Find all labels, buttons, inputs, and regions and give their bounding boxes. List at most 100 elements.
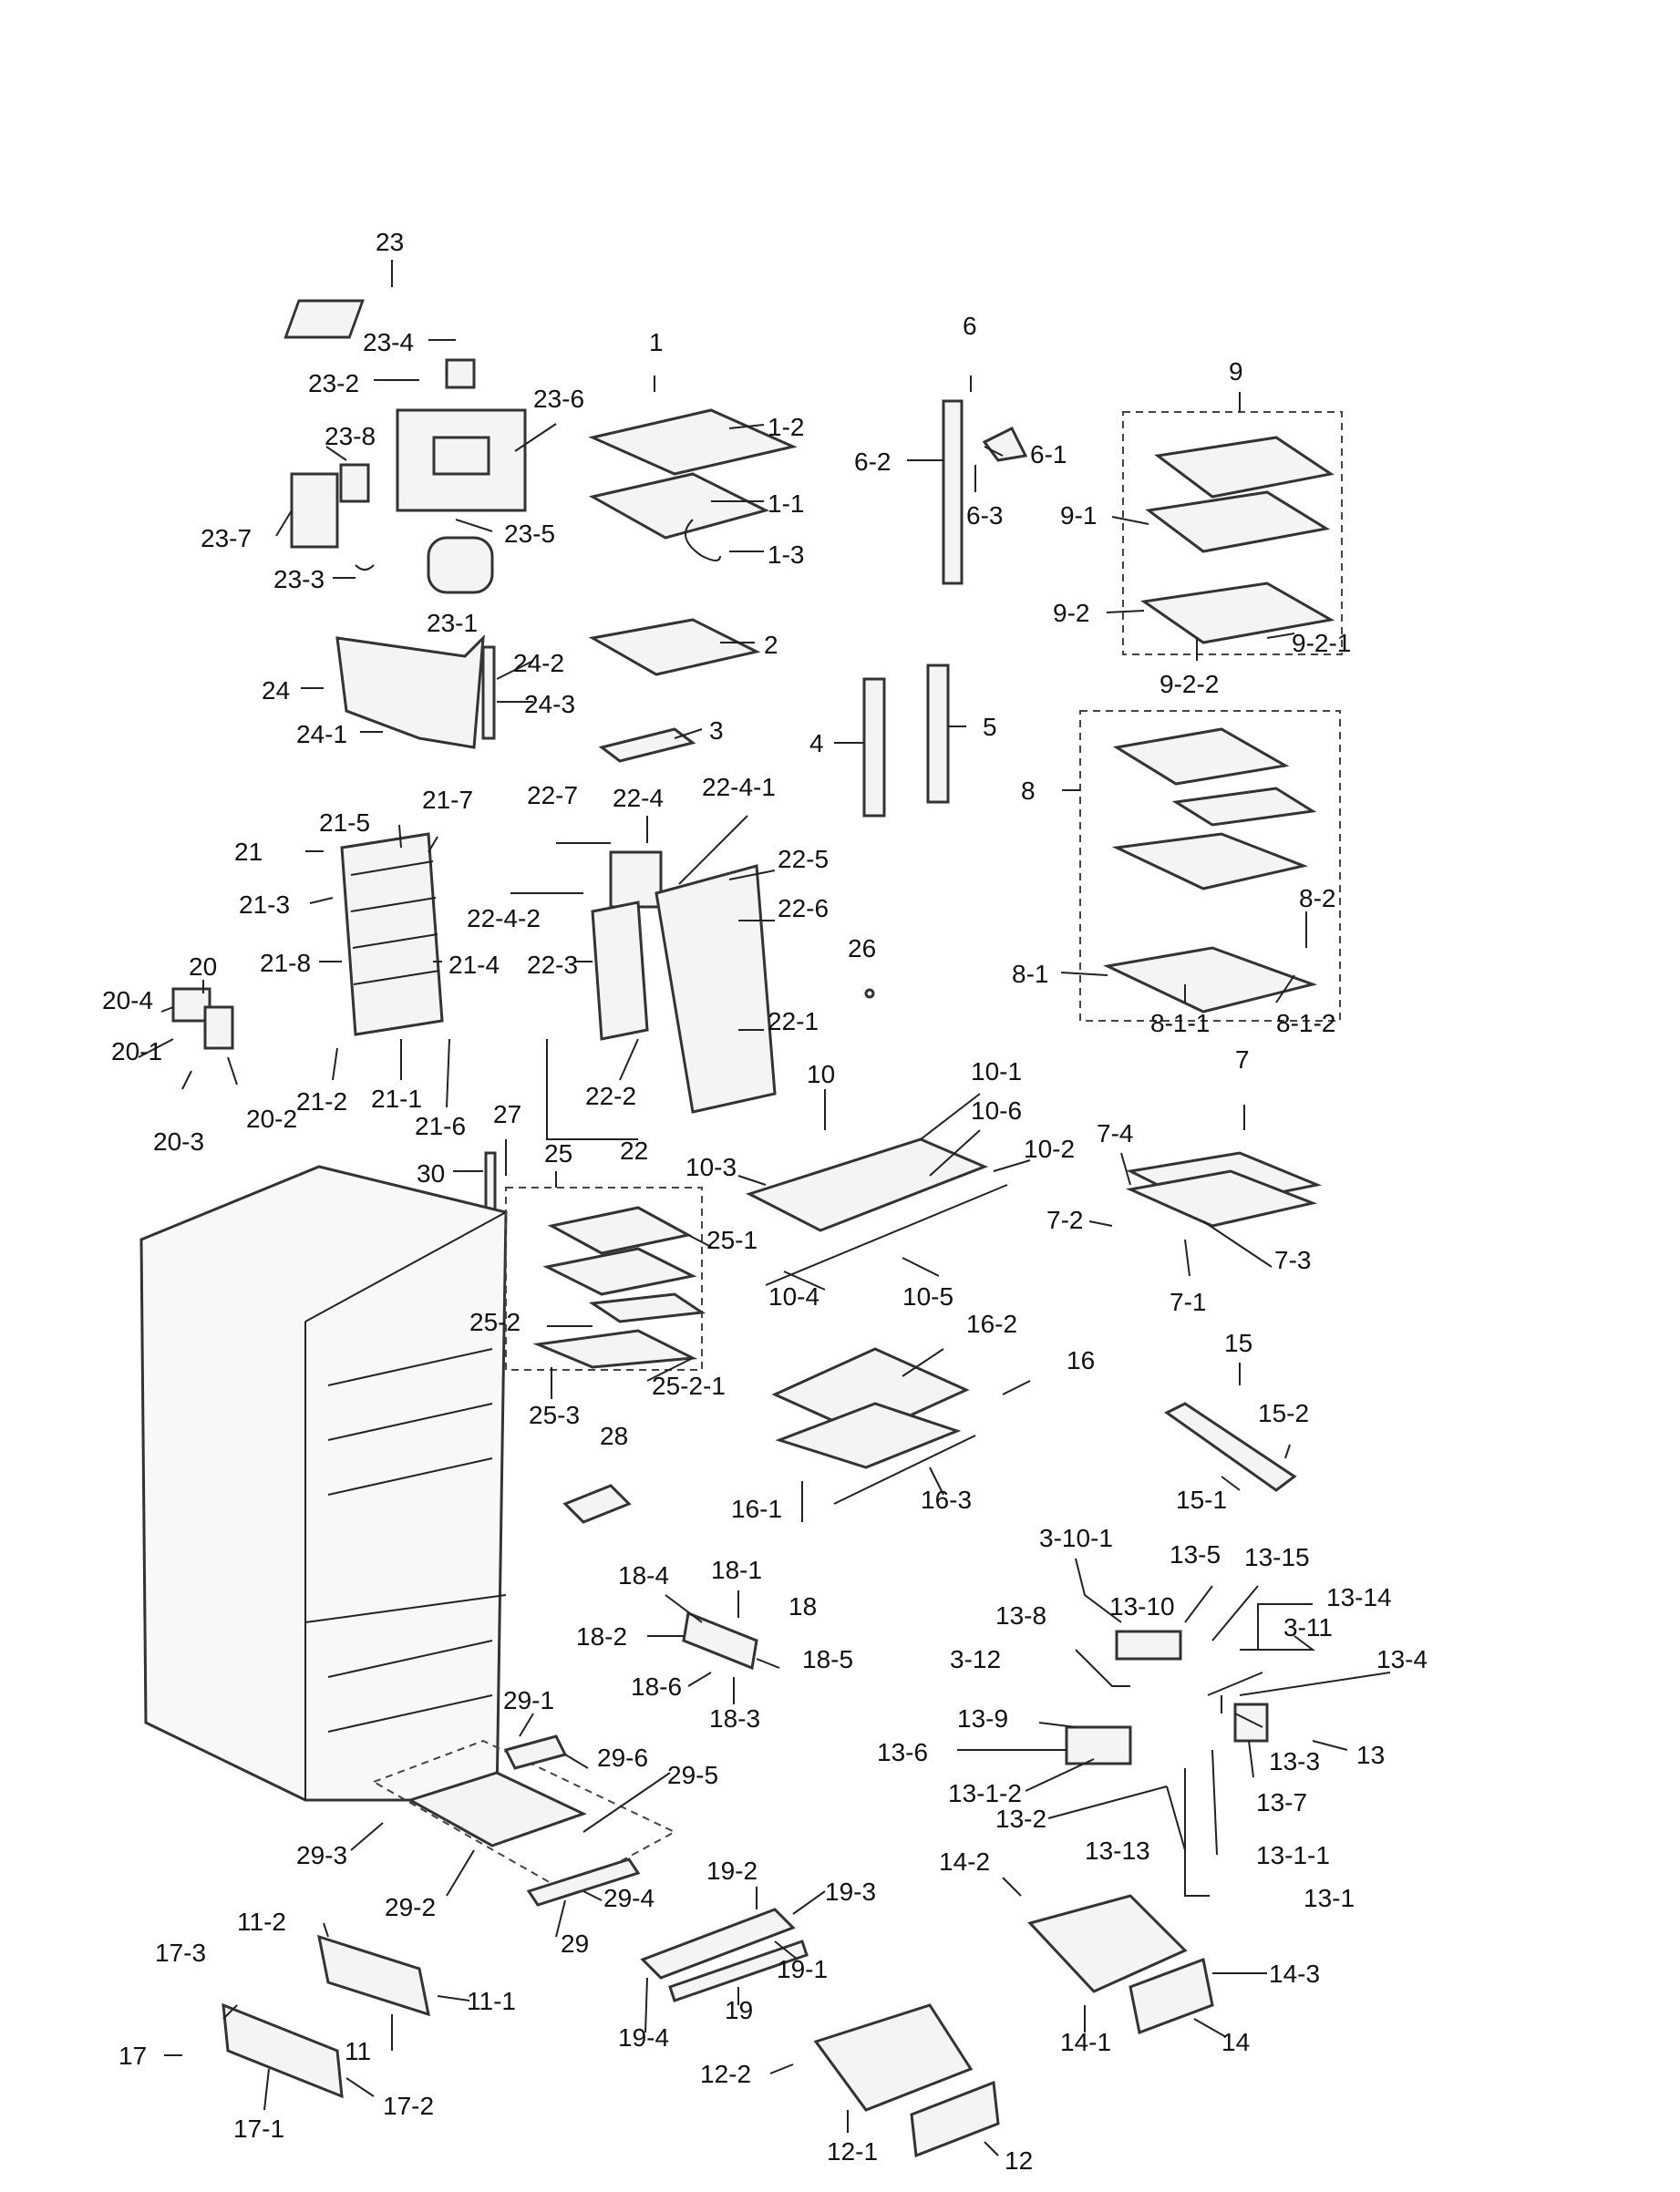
label-12: 12	[1005, 2146, 1033, 2175]
label-6-3: 6-3	[966, 501, 1003, 530]
label-30: 30	[417, 1159, 445, 1188]
label-13-5: 13-5	[1170, 1540, 1221, 1569]
label-6-2: 6-2	[854, 448, 891, 476]
label-19-4: 19-4	[618, 2023, 669, 2052]
label-15-1: 15-1	[1176, 1486, 1227, 1514]
label-29-4: 29-4	[603, 1884, 654, 1912]
refrigerator-cabinet	[139, 1165, 508, 1802]
label-6: 6	[963, 312, 977, 340]
label-23-3: 23-3	[273, 565, 325, 593]
label-14: 14	[1221, 2028, 1250, 2056]
part-labels: 23 23-4 23-2 23-8 23-6 23-7 23-5 23-3 23…	[102, 228, 1427, 2175]
label-18-6: 18-6	[631, 1672, 682, 1701]
label-1: 1	[649, 328, 664, 356]
label-13-10: 13-10	[1109, 1592, 1175, 1621]
rail-5	[926, 664, 950, 804]
label-13-3: 13-3	[1269, 1747, 1320, 1775]
label-24-2: 24-2	[513, 649, 564, 677]
label-1-2: 1-2	[768, 413, 804, 441]
label-20-4: 20-4	[102, 986, 153, 1014]
label-5: 5	[983, 713, 997, 741]
label-18-5: 18-5	[802, 1645, 853, 1673]
dispenser-13-assembly	[1065, 1630, 1269, 1765]
label-7-1: 7-1	[1170, 1288, 1206, 1316]
label-22-2: 22-2	[585, 1082, 636, 1110]
tray-10-assembly	[746, 1137, 1008, 1286]
label-21: 21	[234, 838, 263, 866]
shelf-25-assembly	[505, 1187, 706, 1371]
label-7-4: 7-4	[1097, 1119, 1133, 1147]
label-18-3: 18-3	[709, 1704, 760, 1733]
shelf-9-assembly	[1122, 411, 1343, 655]
label-13-8: 13-8	[995, 1601, 1046, 1630]
label-10-1: 10-1	[971, 1057, 1022, 1086]
ice-bucket	[335, 634, 496, 749]
label-2: 2	[764, 631, 778, 659]
drawer-29-assembly	[371, 1734, 677, 1907]
label-23-6: 23-6	[533, 385, 584, 413]
shelf-7-assembly	[1125, 1151, 1323, 1228]
label-17-2: 17-2	[383, 2092, 434, 2120]
label-10-5: 10-5	[902, 1282, 953, 1311]
label-20-3: 20-3	[153, 1127, 204, 1156]
label-13-7: 13-7	[1256, 1788, 1307, 1816]
label-18-4: 18-4	[618, 1561, 669, 1590]
label-14-1: 14-1	[1060, 2028, 1111, 2056]
label-29-2: 29-2	[385, 1893, 436, 1921]
rail-6-2	[942, 399, 964, 585]
label-13-1-1: 13-1-1	[1256, 1841, 1330, 1869]
part-28	[562, 1484, 632, 1524]
label-29-1: 29-1	[503, 1686, 554, 1714]
label-16-3: 16-3	[921, 1486, 972, 1514]
label-21-3: 21-3	[239, 890, 290, 919]
label-17-3: 17-3	[155, 1939, 206, 1967]
label-13-15: 13-15	[1244, 1543, 1310, 1571]
label-16-1: 16-1	[731, 1495, 782, 1523]
label-8-1-2: 8-1-2	[1276, 1009, 1335, 1037]
label-13-9: 13-9	[957, 1704, 1008, 1733]
label-25: 25	[544, 1139, 572, 1168]
label-10-6: 10-6	[971, 1096, 1022, 1125]
label-21-8: 21-8	[260, 949, 311, 977]
label-22-4-2: 22-4-2	[467, 904, 541, 932]
label-21-7: 21-7	[422, 786, 473, 814]
label-8-1: 8-1	[1012, 960, 1048, 988]
label-22-4: 22-4	[613, 784, 664, 812]
label-8-1-1: 8-1-1	[1150, 1009, 1210, 1037]
crisper-14	[1027, 1894, 1214, 2035]
label-23-8: 23-8	[325, 422, 376, 450]
label-29-5: 29-5	[667, 1761, 718, 1789]
label-25-1: 25-1	[706, 1226, 758, 1254]
label-25-2: 25-2	[469, 1308, 520, 1336]
tray-2	[588, 618, 761, 676]
label-14-3: 14-3	[1269, 1960, 1320, 1988]
shelf-1-assembly	[588, 408, 798, 561]
label-4: 4	[809, 729, 824, 757]
panel-17	[222, 2002, 344, 2099]
label-3: 3	[709, 716, 724, 745]
label-10-3: 10-3	[685, 1153, 737, 1181]
label-23-2: 23-2	[308, 369, 359, 397]
label-23: 23	[376, 228, 404, 256]
label-23-5: 23-5	[504, 520, 555, 548]
label-29: 29	[561, 1930, 589, 1958]
label-22-3: 22-3	[527, 951, 578, 979]
label-24-1: 24-1	[296, 720, 347, 748]
label-17-1: 17-1	[233, 2115, 284, 2143]
label-18-2: 18-2	[576, 1622, 627, 1651]
label-3-11: 3-11	[1283, 1613, 1333, 1641]
label-24: 24	[262, 676, 290, 705]
label-15: 15	[1224, 1329, 1252, 1357]
label-13: 13	[1356, 1741, 1385, 1769]
label-9-2-1: 9-2-1	[1292, 629, 1351, 657]
label-10-4: 10-4	[768, 1282, 819, 1311]
label-9-2-2: 9-2-2	[1160, 670, 1219, 698]
label-14-2: 14-2	[939, 1847, 990, 1876]
label-13-6: 13-6	[877, 1738, 928, 1766]
label-7-3: 7-3	[1274, 1246, 1311, 1274]
label-11-1: 11-1	[467, 1987, 516, 2015]
label-3-12: 3-12	[950, 1645, 1001, 1673]
label-16: 16	[1067, 1346, 1095, 1374]
label-22: 22	[620, 1137, 648, 1165]
